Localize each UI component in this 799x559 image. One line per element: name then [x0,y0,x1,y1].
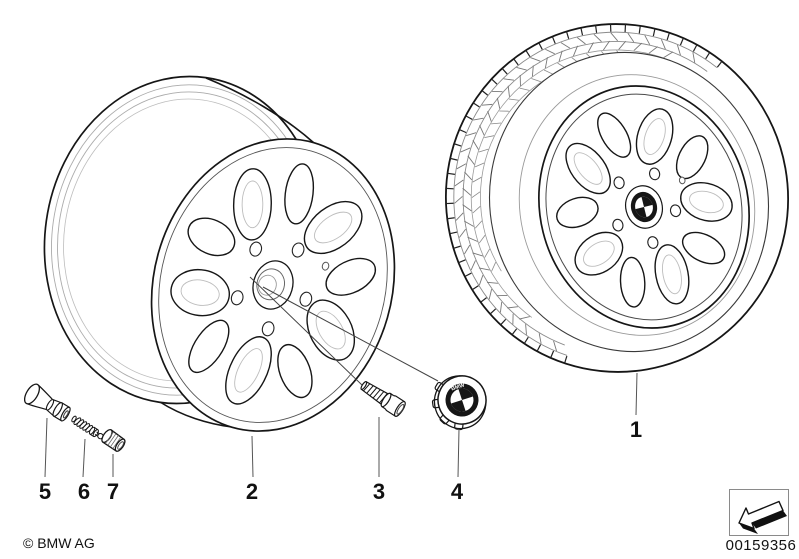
direction-indicator [729,489,789,536]
alloy-rim-drawing [24,58,429,460]
callout-2[interactable]: 2 [245,479,259,504]
valve-drawing [23,383,71,422]
tire-tread [419,5,769,379]
wheel-face [514,63,775,350]
svg-text:BMW: BMW [450,382,466,392]
callout-1[interactable]: 1 [629,417,643,442]
wheel-with-tire-drawing [419,5,789,379]
callout-leader-lines [44,372,638,478]
valve-insert-drawing [71,415,104,440]
callout-7[interactable]: 7 [106,479,120,504]
direction-arrow-icon [738,500,787,534]
valve-cap-drawing [101,428,126,452]
callout-3[interactable]: 3 [372,479,386,504]
callout-6[interactable]: 6 [77,479,91,504]
callout-5[interactable]: 5 [38,479,52,504]
wheel-bolt-drawing [360,381,406,417]
callout-4[interactable]: 4 [450,479,464,504]
assembly-axis-lines [249,276,439,386]
diagram-number: 00159356 [725,537,797,554]
hub-cap-drawing: BMW [431,375,487,431]
bmw-roundel: BMW [445,382,479,417]
copyright-label: © BMW AG [23,535,95,551]
